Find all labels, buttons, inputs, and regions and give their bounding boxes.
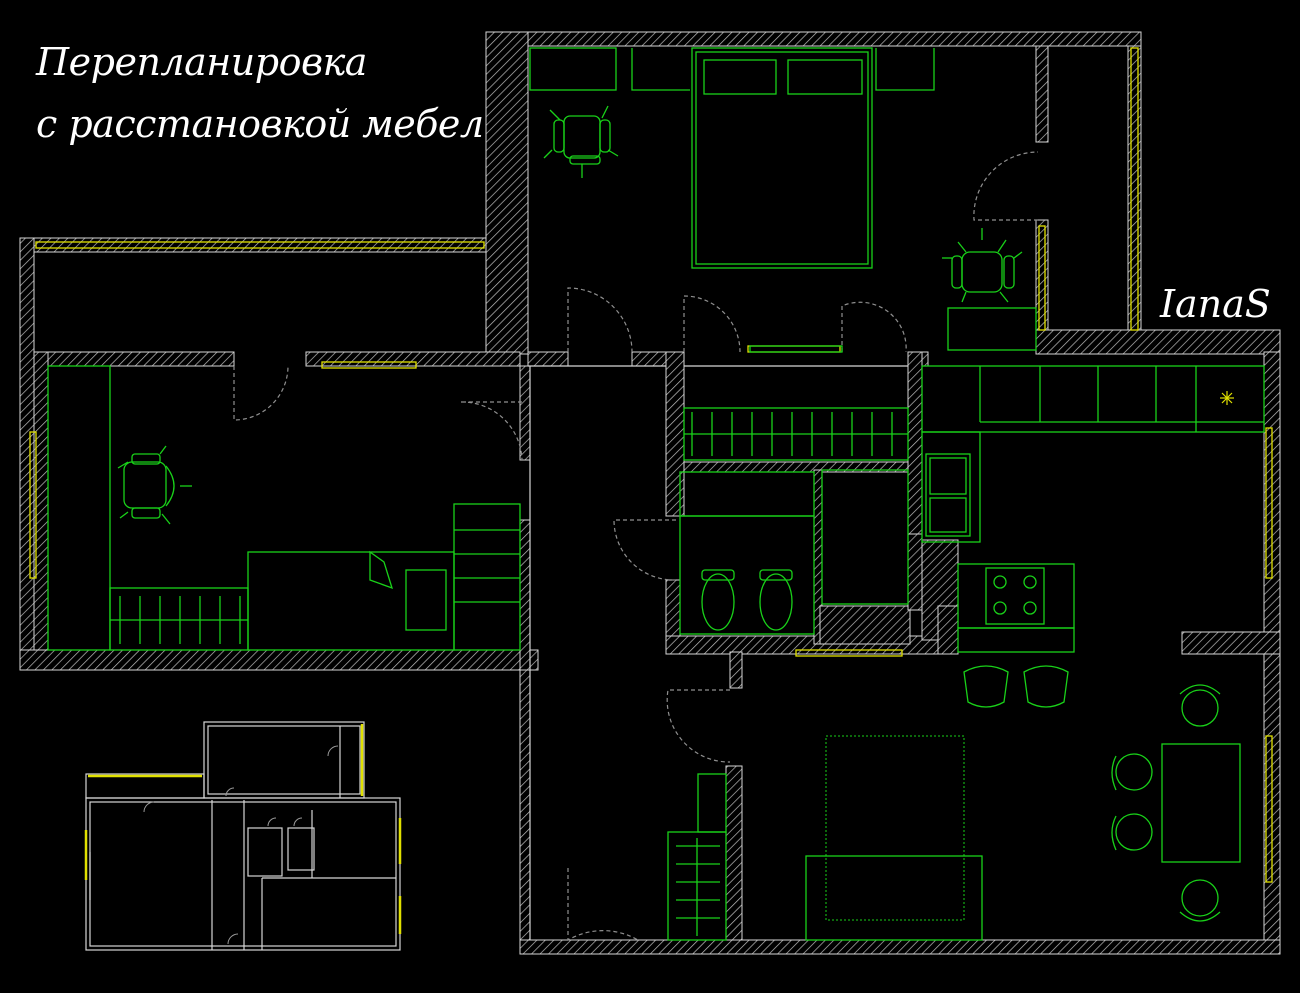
armchair-bedroom: [543, 105, 619, 178]
furniture: [47, 47, 1265, 941]
hood-star-icon: [1220, 391, 1234, 405]
author-signature: IanaS: [1160, 282, 1271, 326]
dining-chair-4: [1179, 879, 1221, 922]
hangers-3: [676, 838, 720, 936]
walls: [19, 31, 1281, 955]
dining-chair-2: [1111, 753, 1153, 791]
doors: [233, 151, 1039, 942]
hangers-1: [684, 412, 908, 456]
wall-outlines: [528, 365, 908, 940]
title-line-2: с расстановкой мебели.: [36, 102, 520, 146]
windows: [29, 47, 1273, 883]
dining-chair-1: [1179, 684, 1221, 727]
dining-chair-3: [1111, 813, 1153, 851]
armchair-bedroom-2: [942, 228, 1023, 303]
original-plan-windows: [84, 724, 402, 934]
hangers-2: [119, 596, 241, 644]
title-line-1: Перепланировка: [36, 40, 367, 84]
living-rug: [825, 735, 965, 921]
original-plan-doors: [143, 745, 339, 945]
armchair-left: [117, 445, 192, 525]
original-plan-thumbnail: [85, 721, 401, 951]
